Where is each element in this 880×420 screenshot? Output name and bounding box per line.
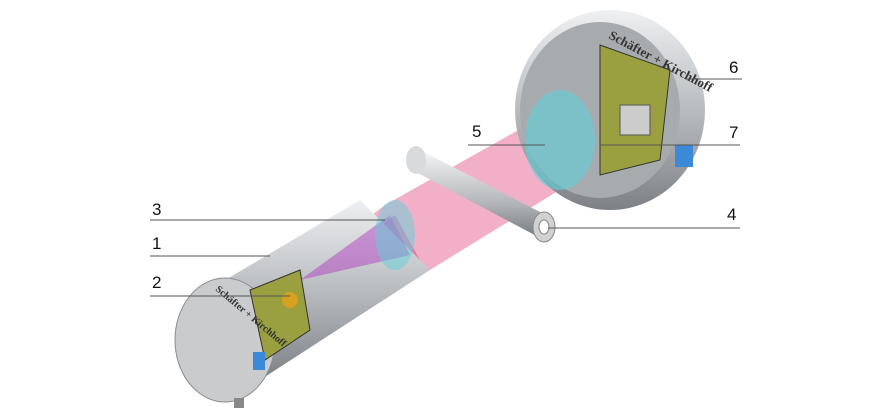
callout-3: 3 [152,200,162,219]
callout-5: 5 [472,122,482,141]
callout-7: 7 [729,123,739,142]
callout-6: 6 [729,58,739,77]
callout-2: 2 [152,273,162,292]
sensor-housing: Schäfter + Kirchhoff [174,200,430,408]
callout-4: 4 [727,205,737,224]
rod [406,146,556,243]
receiver-housing: Schäfter + Kirchhoff [515,10,716,210]
callout-1: 1 [152,234,162,253]
leader-lines [150,78,742,297]
